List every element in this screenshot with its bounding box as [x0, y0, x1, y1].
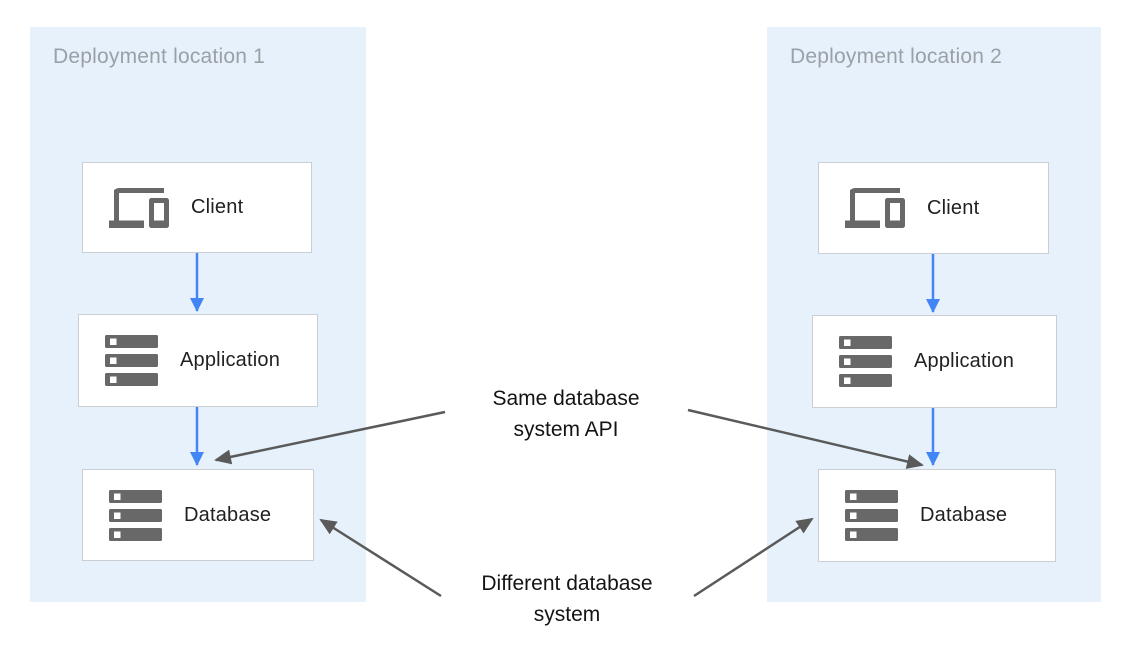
- node-application-1: Application: [78, 314, 318, 407]
- server-stack-icon: [109, 489, 162, 541]
- annotation-same-database-api: Same database system API: [446, 383, 686, 445]
- server-stack-icon: [845, 490, 898, 541]
- devices-icon: [109, 187, 169, 228]
- node-label: Application: [180, 349, 281, 371]
- node-client-2: Client: [818, 162, 1049, 254]
- node-client-1: Client: [82, 162, 312, 253]
- annotation-line: system API: [513, 418, 619, 441]
- node-label: Application: [914, 350, 1015, 372]
- node-label: Client: [191, 196, 244, 218]
- node-label: Client: [927, 196, 980, 219]
- server-stack-icon: [839, 336, 892, 387]
- annotation-line: Different database: [481, 572, 653, 595]
- server-stack-icon: [105, 335, 158, 386]
- deployment-location-1-title: Deployment location 1: [53, 45, 265, 68]
- annotation-line: Same database: [492, 387, 640, 410]
- node-database-2: Database: [818, 469, 1056, 562]
- node-database-1: Database: [82, 469, 314, 561]
- devices-icon: [845, 188, 905, 228]
- annotation-line: system: [533, 603, 601, 626]
- annotation-different-database-system: Different database system: [447, 568, 687, 630]
- node-application-2: Application: [812, 315, 1057, 408]
- node-label: Database: [184, 503, 272, 526]
- node-label: Database: [920, 504, 1008, 526]
- deployment-location-2-title: Deployment location 2: [790, 45, 1002, 68]
